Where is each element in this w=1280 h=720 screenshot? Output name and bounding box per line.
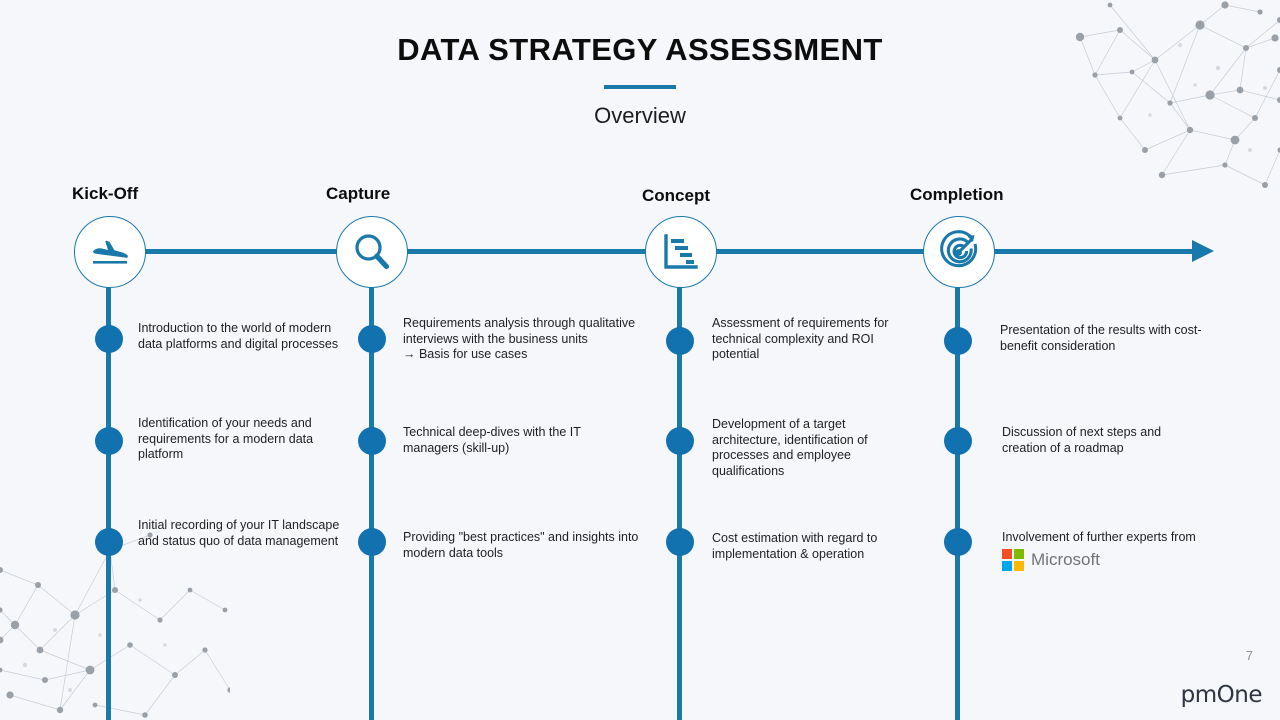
phase-item-text: Introduction to the world of modern data…: [138, 321, 339, 351]
title-underline-rule: [604, 85, 676, 89]
milestone-dot: [358, 427, 386, 455]
phase-stem-completion: [955, 286, 960, 720]
microsoft-wordmark: Microsoft: [1031, 549, 1100, 569]
network-decoration-top-right: [1075, 1, 1280, 188]
phase-item-text: Involvement of further experts from: [1002, 530, 1196, 544]
network-decoration-bottom-left: [0, 532, 230, 718]
phase-stem-kick-off: [106, 286, 111, 720]
phase-item-text: Development of a target architecture, id…: [712, 417, 868, 478]
milestone-dot: [944, 327, 972, 355]
airplane-takeoff-icon: [93, 240, 128, 264]
ms-square-green: [1014, 548, 1024, 559]
phase-item-text: Technical deep-dives with the IT manager…: [403, 425, 581, 455]
slide-subtitle: Overview: [594, 103, 686, 128]
ms-square-yellow: [1014, 560, 1024, 571]
slide-title: DATA STRATEGY ASSESSMENT: [397, 32, 883, 67]
milestone-dot: [666, 528, 694, 556]
phase-item-text: Providing "best practices" and insights …: [403, 530, 639, 560]
phase-label-completion: Completion: [910, 185, 1004, 204]
phase-label-kick-off: Kick-Off: [72, 184, 139, 203]
magnifying-glass-icon: [355, 234, 390, 270]
phase-item-text: Requirements analysis through qualitativ…: [403, 316, 636, 362]
phase-node-kick-off[interactable]: [74, 216, 146, 288]
milestone-dot: [95, 427, 123, 455]
milestone-dot: [358, 325, 386, 353]
phase-item-text: Cost estimation with regard to implement…: [712, 531, 878, 561]
milestone-dot: [666, 427, 694, 455]
milestone-dot: [666, 327, 694, 355]
ms-square-blue: [1002, 560, 1012, 571]
ms-square-red: [1002, 548, 1012, 559]
microsoft-logo-squares: [1002, 548, 1024, 571]
milestone-dot: [95, 528, 123, 556]
phase-item-text: Assessment of requirements for technical…: [712, 316, 889, 362]
phase-item-text: Presentation of the results with cost-be…: [1000, 323, 1202, 353]
arrow-right-icon: [1192, 240, 1214, 262]
phase-stem-capture: [369, 286, 374, 720]
phase-node-capture[interactable]: [336, 216, 408, 288]
phase-node-concept[interactable]: [645, 216, 717, 288]
phase-label-concept: Concept: [642, 186, 710, 205]
milestone-dot: [95, 325, 123, 353]
milestone-dot: [944, 528, 972, 556]
phase-node-completion[interactable]: [923, 216, 995, 288]
milestone-dot: [358, 528, 386, 556]
phase-item-text: Initial recording of your IT landscape a…: [138, 518, 340, 548]
brand-logo-pmone: pmOne: [1180, 682, 1263, 708]
microsoft-logo-icon: Microsoft: [1002, 548, 1227, 571]
target-arrow-icon: [940, 230, 978, 268]
phase-item-text: Discussion of next steps and creation of…: [1002, 425, 1162, 455]
gantt-chart-icon: [664, 234, 698, 269]
phase-item-text: Identification of your needs and require…: [138, 416, 314, 462]
milestone-dot: [944, 427, 972, 455]
page-number: 7: [1245, 648, 1253, 663]
phase-label-capture: Capture: [326, 184, 391, 203]
phase-stem-concept: [677, 286, 682, 720]
partner-block: Involvement of further experts from Micr…: [1002, 530, 1227, 571]
